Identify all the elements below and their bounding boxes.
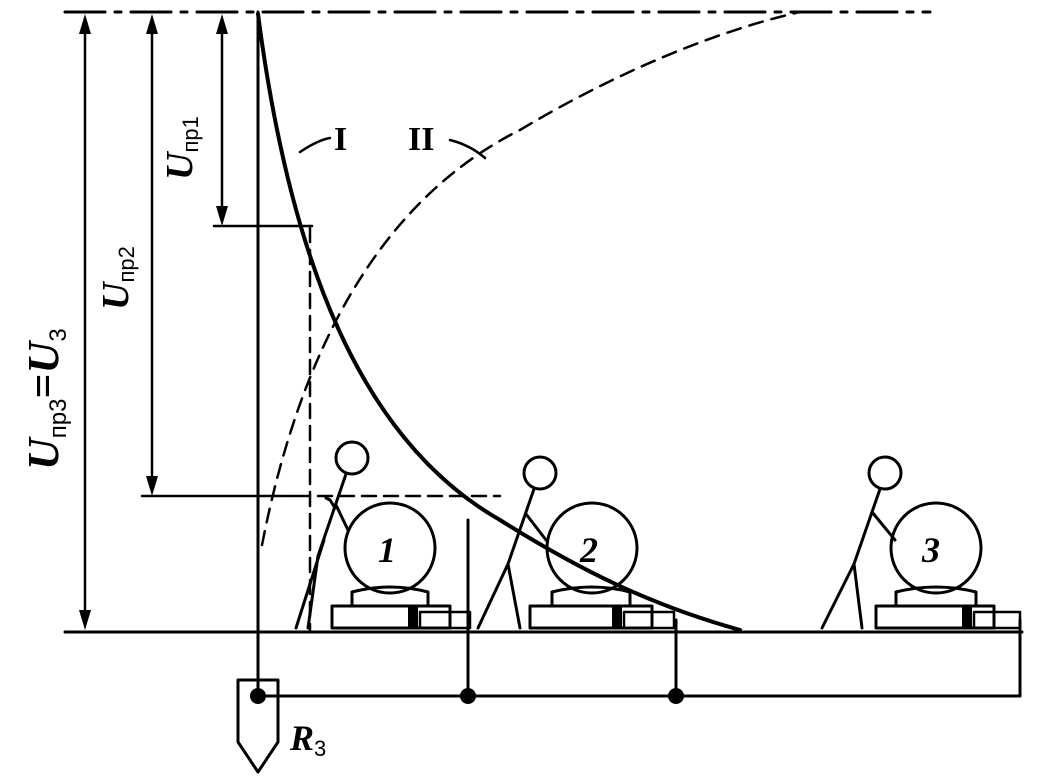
person-2 — [476, 455, 558, 630]
u-pr2-dimension — [146, 14, 158, 496]
motor-1: 1 — [330, 501, 472, 630]
u-pr1-dimension — [216, 14, 228, 226]
curve-I-potential — [256, 12, 742, 632]
grounding-network — [250, 518, 1022, 704]
junction-node-motor-2 — [668, 688, 684, 704]
curve-II-label-leader — [448, 138, 487, 160]
motor-1-label: 1 — [378, 530, 396, 570]
ground-electrode-rod — [236, 678, 280, 774]
junction-node-motor-1 — [460, 688, 476, 704]
curve-I-label-leader — [298, 136, 332, 154]
r3-label: R3 — [289, 718, 326, 761]
curve-II-touch-voltage — [260, 10, 802, 547]
u-pr3-dimension — [79, 14, 91, 630]
motor-2-label: 2 — [579, 530, 598, 570]
junction-node-electrode — [250, 688, 266, 704]
motor-2: 2 — [528, 501, 676, 630]
curve-II-label: II — [408, 121, 434, 158]
motor-3: 3 — [874, 501, 1022, 630]
u-pr1-label: Uпр1 — [159, 116, 203, 180]
u-pr3-equals-u3-label: Uпр3=U3 — [19, 328, 72, 470]
u-pr2-label: Uпр2 — [95, 246, 139, 310]
motor-3-label: 3 — [921, 530, 940, 570]
curve-I-label: I — [334, 121, 347, 158]
person-3 — [820, 455, 903, 630]
person-1 — [294, 440, 370, 630]
